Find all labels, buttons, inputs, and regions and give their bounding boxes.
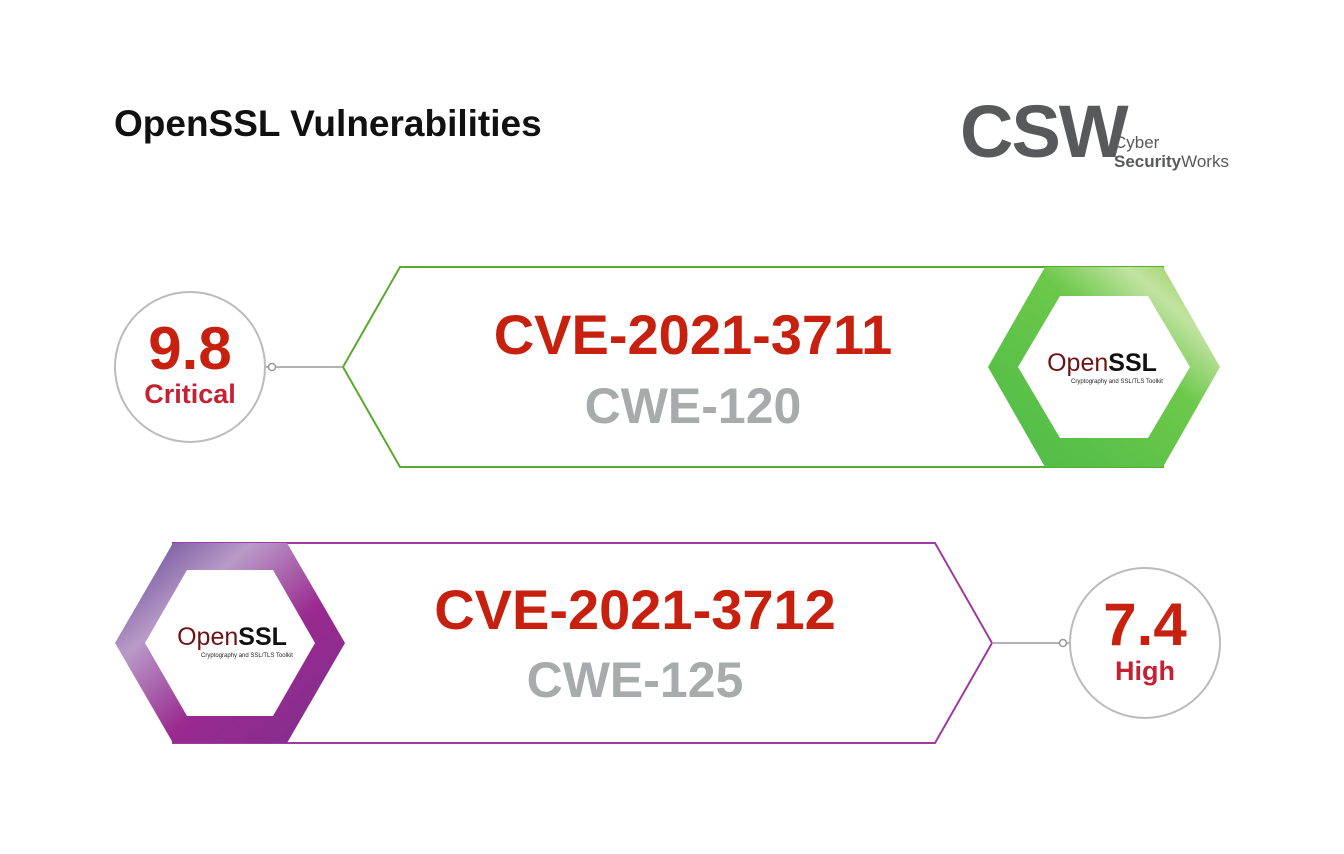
cvss-score-1: 9.8: [148, 315, 232, 382]
csw-logo: CSW: [960, 90, 1129, 173]
hexagon-inner-2: [145, 570, 315, 716]
brand-line1: Cyber: [1114, 133, 1160, 152]
openssl-logo-2: OpenSSL Cryptography and SSL/TLS Toolkit: [177, 623, 293, 659]
connector-dot-1: [267, 362, 277, 372]
openssl-logo-1: OpenSSL Cryptography and SSL/TLS Toolkit: [1047, 349, 1163, 385]
brand-line2: SecurityWorks: [1114, 152, 1229, 171]
connector-dot-2: [1058, 638, 1068, 648]
cwe-id-2: CWE-125: [526, 652, 744, 708]
csw-logo-text: Cyber SecurityWorks: [1114, 133, 1229, 171]
score-circle-2: [1069, 567, 1221, 719]
page-title: OpenSSL Vulnerabilities: [114, 103, 542, 144]
cvss-score-2: 7.4: [1103, 591, 1187, 658]
severity-2: High: [1115, 656, 1175, 686]
cve-id-2: CVE-2021-3712: [434, 578, 836, 641]
severity-1: Critical: [144, 379, 236, 409]
hexagon-inner-1: [1018, 296, 1190, 438]
score-circle-1: [114, 291, 266, 443]
cve-id-1: CVE-2021-3711: [493, 303, 893, 366]
cwe-id-1: CWE-120: [584, 378, 802, 434]
